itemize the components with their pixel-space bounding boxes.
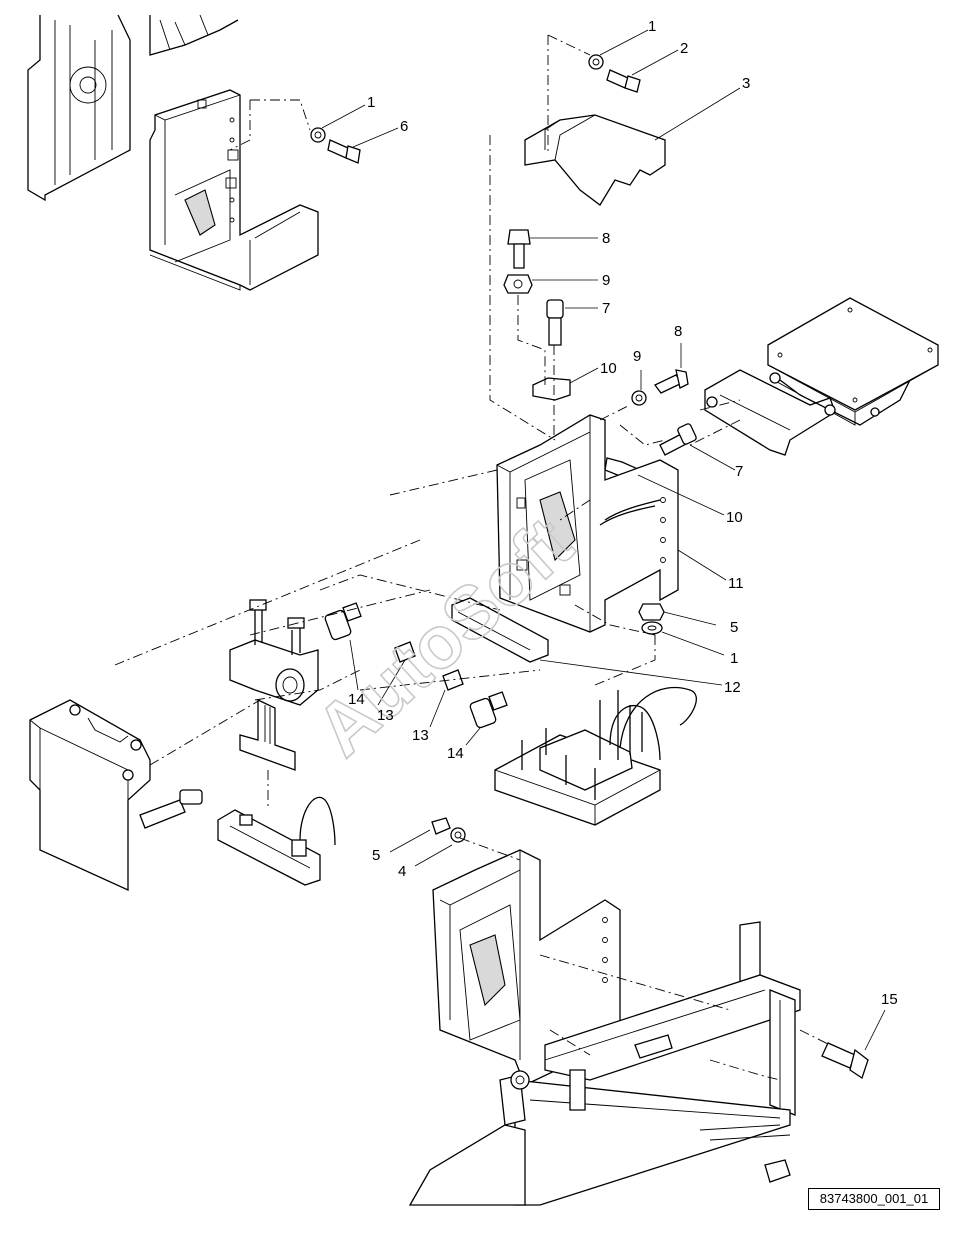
callout-5a: 5 (730, 619, 738, 636)
callout-13b: 13 (412, 727, 429, 744)
socket-screw-7-upper (546, 299, 564, 346)
bolt-8-right (654, 369, 689, 394)
callout-15: 15 (881, 991, 898, 1008)
callout-4: 4 (398, 863, 406, 880)
assembly-center-lines (114, 34, 831, 1081)
callout-5b: 5 (372, 847, 380, 864)
bolt-2 (588, 54, 641, 93)
left-cover (29, 699, 203, 892)
callout-7a: 7 (602, 300, 610, 317)
nut-5-and-washer-1-right (638, 603, 665, 635)
callout-12: 12 (724, 679, 741, 696)
callout-14a: 14 (348, 691, 365, 708)
socket-screw-7-right (659, 423, 697, 456)
bolt-15 (821, 1042, 869, 1080)
nut-9-right (631, 390, 647, 406)
right-frame-assembly (704, 297, 939, 456)
callout-1a: 1 (648, 18, 656, 35)
main-bracket-part-11 (496, 414, 679, 633)
cover-plate-part-3 (524, 114, 666, 206)
clip-10-upper (532, 377, 571, 401)
callout-9a: 9 (602, 272, 610, 289)
callout-10b: 10 (726, 509, 743, 526)
callout-6: 6 (400, 118, 408, 135)
callout-9b: 9 (633, 348, 641, 365)
callout-2: 2 (680, 40, 688, 57)
bolt-8-upper (507, 229, 531, 269)
lower-bracket-assembly (408, 849, 801, 1206)
sensor-bar (217, 796, 336, 886)
callout-8a: 8 (602, 230, 610, 247)
callout-13a: 13 (377, 707, 394, 724)
callout-14b: 14 (447, 745, 464, 762)
bolt-6 (310, 127, 361, 164)
callout-1c: 1 (730, 650, 738, 667)
callout-1b: 1 (367, 94, 375, 111)
callout-10a: 10 (600, 360, 617, 377)
bearing-block-assembly (229, 599, 319, 771)
plate-part-12 (451, 597, 549, 663)
top-left-bracket-assembly (27, 14, 319, 291)
callout-8b: 8 (674, 323, 682, 340)
callout-3: 3 (742, 75, 750, 92)
leader-lines (321, 29, 886, 1051)
screw-13-and-14-set (324, 602, 508, 729)
callout-7b: 7 (735, 463, 743, 480)
nut-9-upper (503, 274, 533, 294)
callout-numbers: 1 2 3 1 6 8 9 7 10 9 8 7 10 11 5 1 12 14… (348, 18, 898, 1008)
callout-11: 11 (728, 575, 744, 592)
base-plate-with-studs (494, 686, 697, 826)
drawing-reference-code: 83743800_001_01 (808, 1188, 940, 1210)
